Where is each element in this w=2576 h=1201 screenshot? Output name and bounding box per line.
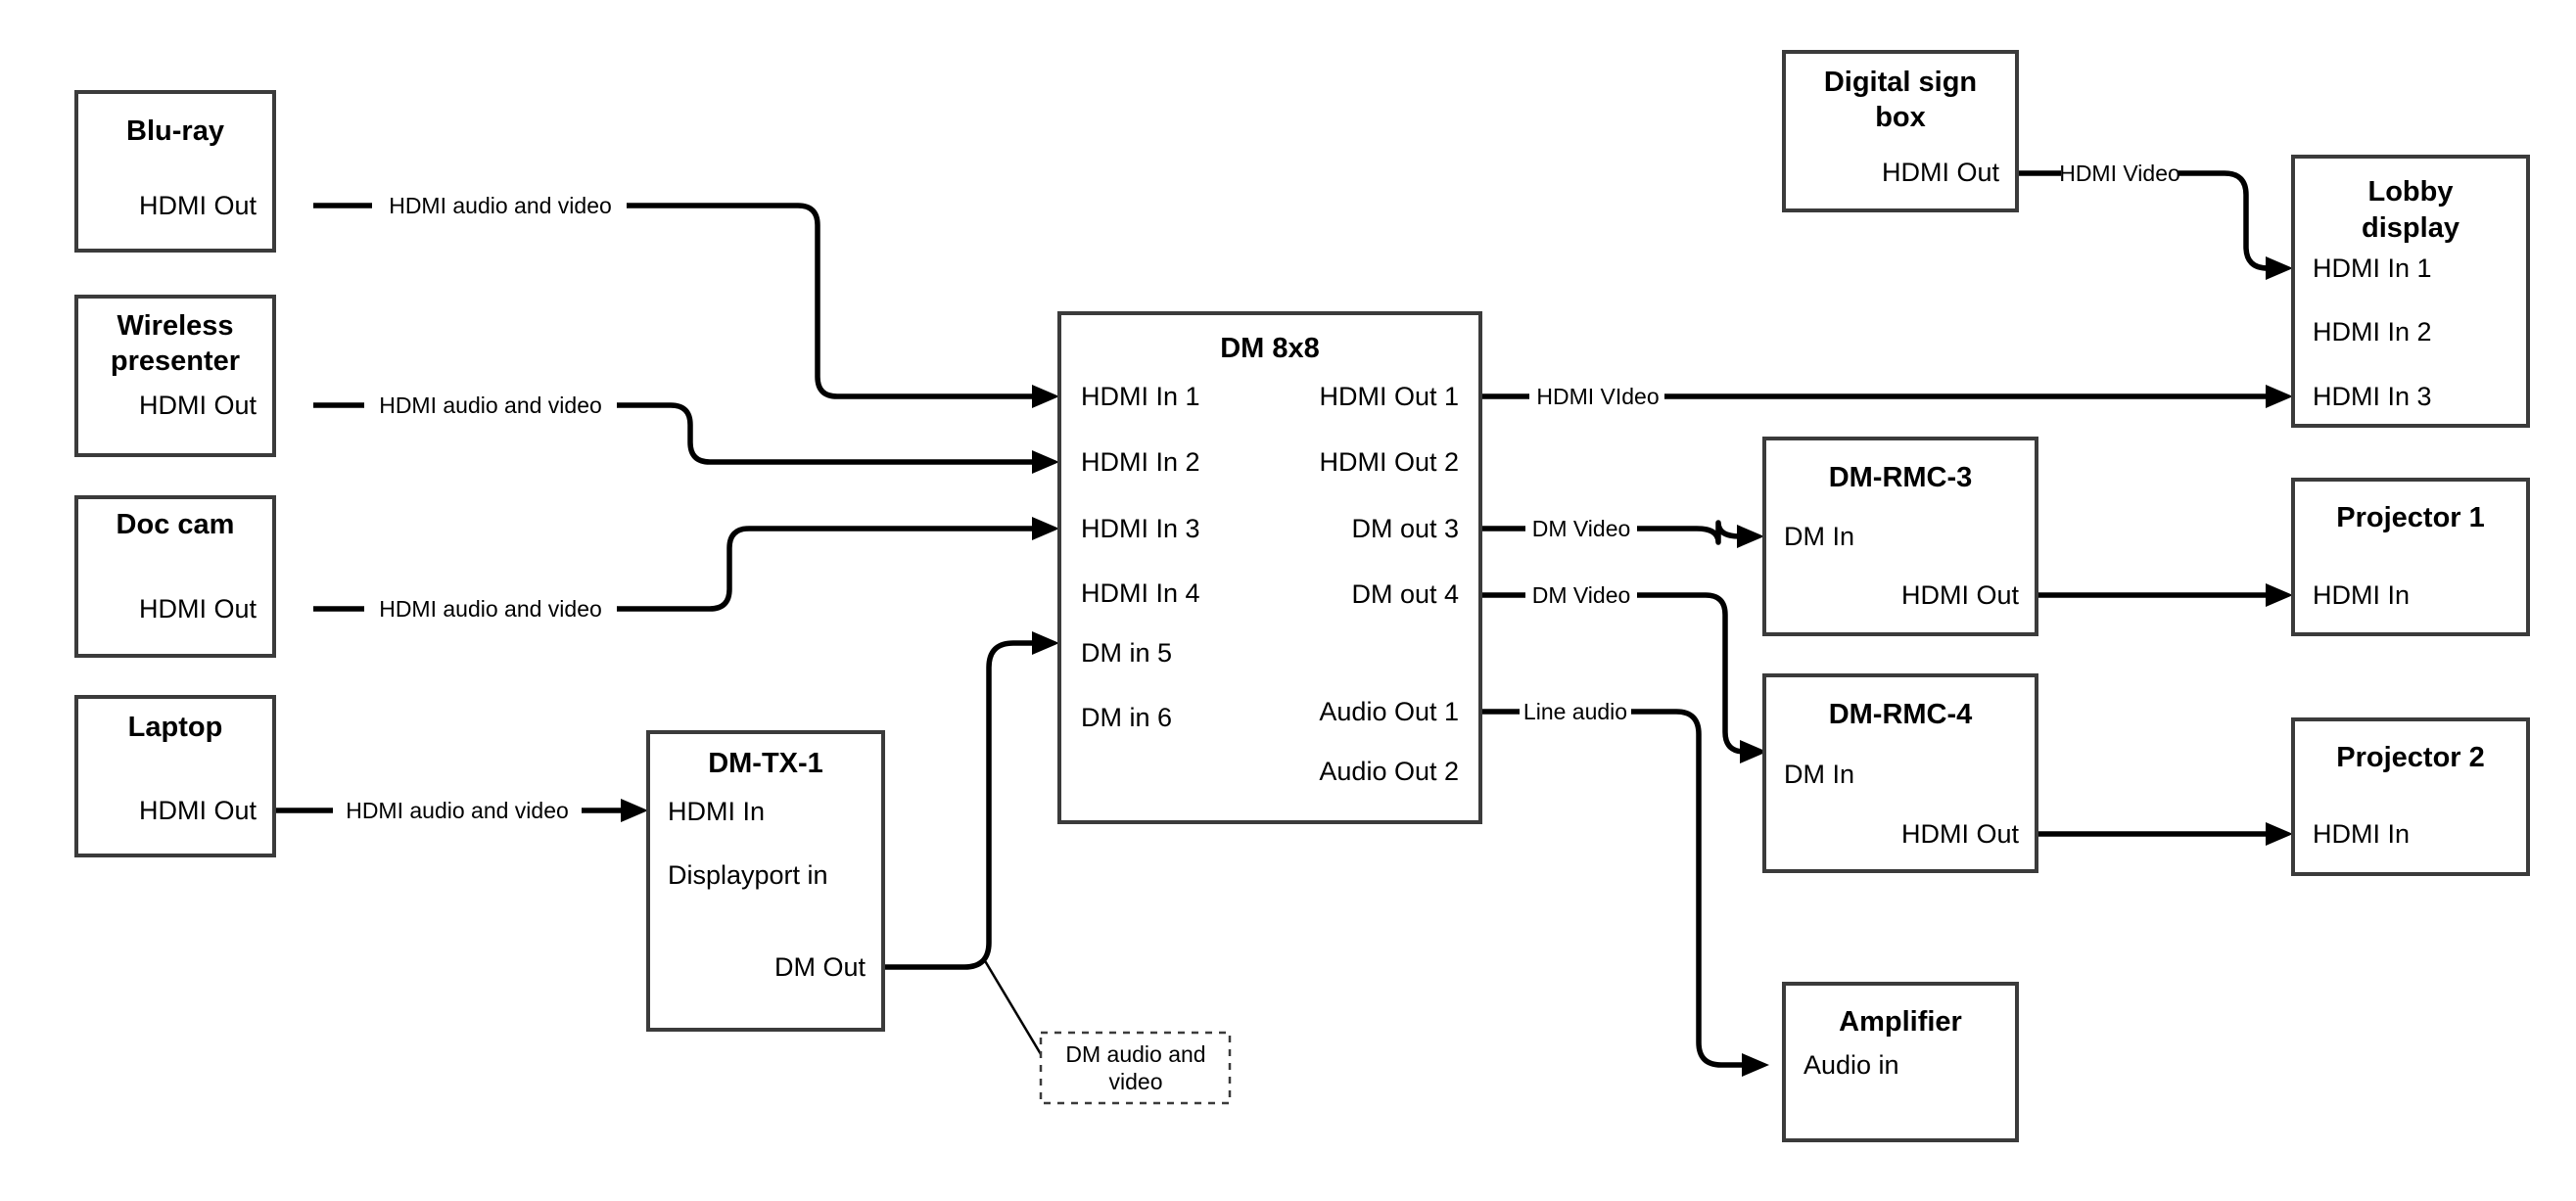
digital-sign-box-title-line1: Digital sign [1824,67,1977,98]
dm-tx-1-port-dm-out[interactable]: DM Out [774,952,866,982]
node-dm-8x8[interactable]: DM 8x8 HDMI In 1 HDMI In 2 HDMI In 3 HDM… [1057,311,1482,824]
dm-audio-video-note-line1: DM audio and [1065,1041,1205,1067]
dm-rmc-3-port-dm-in[interactable]: DM In [1784,522,1854,551]
amplifier-title: Amplifier [1839,1006,1962,1038]
lobby-display-box[interactable] [2291,155,2530,428]
node-wireless-presenter[interactable]: Wireless presenter HDMI Out [74,295,276,457]
edge-doccam-to-dm8x8: HDMI audio and video [313,517,1059,622]
doc-cam-title: Doc cam [117,509,235,540]
note-dm-audio-and-video: DM audio and video [1039,1031,1232,1105]
laptop-port-hdmi-out[interactable]: HDMI Out [139,796,258,825]
dm-rmc-4-box[interactable] [1762,673,2038,873]
edge-label-e3: HDMI audio and video [379,596,602,622]
edge-dm8x8-to-dmrmc4: DM Video [1480,582,1767,763]
edge-label-e4: HDMI audio and video [346,798,569,823]
note-leader-line [982,958,1043,1055]
doc-cam-port-hdmi-out[interactable]: HDMI Out [139,594,258,624]
dm-tx-1-port-hdmi-in[interactable]: HDMI In [668,797,765,826]
edge-label-e7: DM Video [1532,516,1631,541]
dm-rmc-4-port-dm-in[interactable]: DM In [1784,760,1854,789]
wireless-presenter-title-line1: Wireless [117,310,233,342]
dm-8x8-port-hdmi-in-4[interactable]: HDMI In 4 [1081,578,1200,608]
dm-8x8-port-dm-in-5[interactable]: DM in 5 [1081,638,1172,668]
lobby-display-title-line2: display [2362,212,2459,244]
digital-sign-box-title-line2: box [1875,102,1926,133]
edge-dm8x8-to-amplifier: Line audio [1480,699,1769,1077]
dm-audio-video-note-box [1039,1031,1232,1105]
node-dm-rmc-4[interactable]: DM-RMC-4 DM In HDMI Out [1762,673,2038,873]
lobby-display-title-line1: Lobby [2368,176,2454,208]
dm-8x8-port-dm-out-3[interactable]: DM out 3 [1351,514,1459,543]
blu-ray-box[interactable] [74,90,276,253]
edge-label-e8: DM Video [1532,582,1631,608]
node-projector-1[interactable]: Projector 1 HDMI In [2291,478,2530,636]
dm-tx-1-title: DM-TX-1 [708,748,823,779]
digital-sign-box-port-hdmi-out[interactable]: HDMI Out [1882,158,2000,187]
wireless-presenter-title-line2: presenter [111,346,240,377]
dm-8x8-port-dm-in-6[interactable]: DM in 6 [1081,703,1172,732]
dm-8x8-port-audio-out-1[interactable]: Audio Out 1 [1319,697,1459,726]
node-doc-cam[interactable]: Doc cam HDMI Out [74,495,276,658]
projector-2-box[interactable] [2291,717,2530,876]
projector-2-title: Projector 2 [2336,742,2485,773]
dm-8x8-port-hdmi-in-1[interactable]: HDMI In 1 [1081,382,1200,411]
dm-8x8-port-hdmi-out-1[interactable]: HDMI Out 1 [1319,382,1459,411]
edge-label-e1: HDMI audio and video [389,193,612,218]
dm-rmc-4-port-hdmi-out[interactable]: HDMI Out [1901,819,2020,849]
dm-tx-1-box[interactable] [646,730,885,1032]
digital-sign-box-box[interactable] [1782,50,2019,212]
edge-label-e2: HDMI audio and video [379,393,602,418]
laptop-title: Laptop [128,712,223,743]
dm-8x8-port-hdmi-out-2[interactable]: HDMI Out 2 [1319,447,1459,477]
wireless-presenter-port-hdmi-out[interactable]: HDMI Out [139,391,258,420]
projector-1-port-hdmi-in[interactable]: HDMI In [2313,580,2410,610]
dm-8x8-port-audio-out-2[interactable]: Audio Out 2 [1319,757,1459,786]
edge-dm8x8-to-lobby-hdmi3: HDMI VIdeo [1480,384,2293,409]
dm-8x8-title: DM 8x8 [1220,333,1320,364]
edge-label-e10: HDMI Video [2059,161,2180,186]
edge-dm8x8-to-dmrmc3: DM Video [1480,516,1764,548]
edge-label-e6: HDMI VIdeo [1536,384,1659,409]
amplifier-port-audio-in[interactable]: Audio in [1803,1050,1899,1080]
edge-digitalsign-to-lobby-hdmi1: HDMI Video [2017,161,2293,280]
edge-dmrmc4-to-projector2 [2037,822,2293,846]
node-blu-ray[interactable]: Blu-ray HDMI Out [74,90,276,253]
dm-rmc-4-title: DM-RMC-4 [1829,699,1973,730]
node-lobby-display[interactable]: Lobby display HDMI In 1 HDMI In 2 HDMI I… [2291,155,2530,428]
wireless-presenter-box[interactable] [74,295,276,457]
lobby-display-port-hdmi-in-2[interactable]: HDMI In 2 [2313,317,2432,346]
projector-1-box[interactable] [2291,478,2530,636]
node-projector-2[interactable]: Projector 2 HDMI In [2291,717,2530,876]
node-dm-rmc-3[interactable]: DM-RMC-3 DM In HDMI Out [1762,437,2038,636]
node-dm-tx-1[interactable]: DM-TX-1 HDMI In Displayport in DM Out [646,730,885,1032]
dm-8x8-port-hdmi-in-2[interactable]: HDMI In 2 [1081,447,1200,477]
projector-1-title: Projector 1 [2336,502,2485,533]
projector-2-port-hdmi-in[interactable]: HDMI In [2313,819,2410,849]
node-laptop[interactable]: Laptop HDMI Out [74,695,276,857]
dm-rmc-3-port-hdmi-out[interactable]: HDMI Out [1901,580,2020,610]
edge-wireless-to-dm8x8: HDMI audio and video [313,393,1059,474]
dm-audio-video-note-line2: video [1109,1069,1163,1094]
lobby-display-port-hdmi-in-1[interactable]: HDMI In 1 [2313,254,2432,283]
doc-cam-box[interactable] [74,495,276,658]
blu-ray-port-hdmi-out[interactable]: HDMI Out [139,191,258,220]
lobby-display-port-hdmi-in-3[interactable]: HDMI In 3 [2313,382,2432,411]
dm-rmc-3-title: DM-RMC-3 [1829,462,1973,493]
dm-8x8-box[interactable] [1057,311,1482,824]
edge-dmrmc3-to-projector1 [2037,583,2293,607]
node-amplifier[interactable]: Amplifier Audio in [1782,982,2019,1142]
edge-dmtx1-to-dm8x8 [883,631,1059,1055]
node-digital-sign-box[interactable]: Digital sign box HDMI Out [1782,50,2019,212]
laptop-box[interactable] [74,695,276,857]
blu-ray-title: Blu-ray [126,115,224,147]
amplifier-box[interactable] [1782,982,2019,1142]
edge-label-e9: Line audio [1523,699,1627,724]
edge-laptop-to-dmtx1: HDMI audio and video [274,798,648,823]
dm-8x8-port-hdmi-in-3[interactable]: HDMI In 3 [1081,514,1200,543]
edge-bluray-to-dm8x8: HDMI audio and video [313,193,1059,408]
dm-rmc-3-box[interactable] [1762,437,2038,636]
dm-tx-1-port-displayport-in[interactable]: Displayport in [668,860,828,890]
dm-8x8-port-dm-out-4[interactable]: DM out 4 [1351,579,1459,609]
